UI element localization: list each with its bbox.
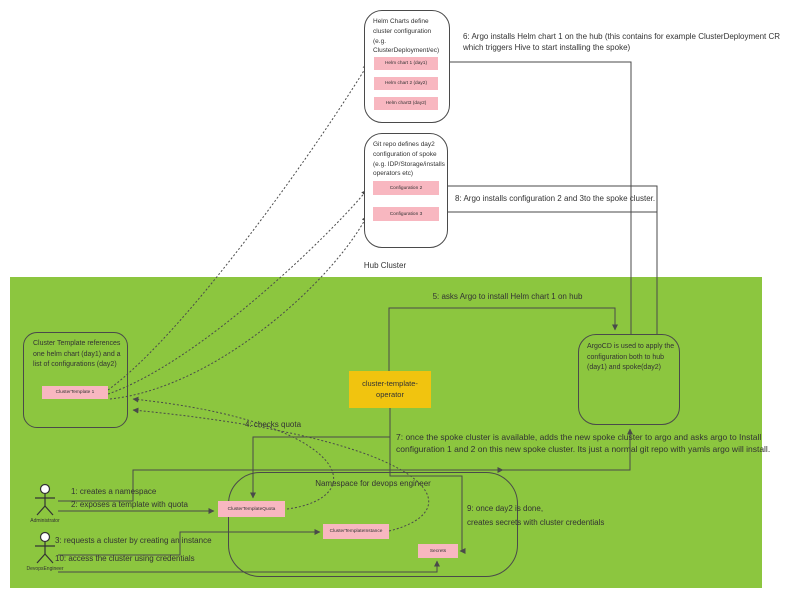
cluster-template-box-text: Cluster Template references one helm cha… (33, 340, 121, 368)
step-6-annotation: 6: Argo installs Helm chart 1 on the hub… (463, 32, 781, 53)
git-repo-box-text: Git repo defines day2 configuration of s… (373, 141, 445, 178)
step-2-annotation: 2: exposes a template with quota (71, 500, 188, 509)
step-1-annotation: 1: creates a namespace (71, 487, 157, 496)
node-helm-chart-2: Helm chart 2 (day2) (374, 77, 438, 90)
hub-cluster-label: Hub Cluster (363, 261, 407, 270)
node-helm-chart-3: Helm chart3 (day2) (374, 97, 438, 110)
node-configuration-2: Configuration 2 (373, 181, 439, 195)
helm-charts-box-text: Helm Charts define cluster configuration… (373, 18, 440, 55)
cluster-template-box: Cluster Template references one helm cha… (23, 332, 128, 428)
step-9-annotation-line2: creates secrets with cluster credentials (467, 518, 605, 527)
node-helm-chart-1: Helm chart 1 (day1) (374, 57, 438, 70)
argocd-box-text: ArgoCD is used to apply the configuratio… (587, 343, 675, 371)
step-7-annotation: 7: once the spoke cluster is available, … (396, 432, 771, 455)
devops-engineer-actor-label: DevopsEngineer (26, 566, 64, 572)
step-9-annotation-line1: 9: once day2 is done, (467, 504, 544, 513)
git-repo-box: Git repo defines day2 configuration of s… (364, 133, 448, 248)
node-cluster-template-quota: ClusterTemplateQuota (218, 501, 285, 517)
administrator-actor-label: Administrator (30, 518, 60, 524)
node-secrets: Secrets (418, 544, 458, 558)
argocd-box: ArgoCD is used to apply the configuratio… (578, 334, 680, 425)
node-cluster-template-operator: cluster-template-operator (349, 371, 431, 408)
helm-charts-box: Helm Charts define cluster configuration… (364, 10, 450, 123)
node-configuration-3: Configuration 3 (373, 207, 439, 221)
namespace-box-label: Namespace for devops engineer (315, 479, 431, 488)
node-cluster-template-1: ClusterTemplate 1 (42, 386, 108, 399)
node-cluster-template-instance: ClusterTemplateInstance (323, 524, 389, 539)
step-4-annotation: 4: checks quota (245, 420, 302, 429)
namespace-box: Namespace for devops engineer (228, 472, 518, 577)
step-10-annotation: 10: access the cluster using credentials (55, 554, 195, 563)
step-3-annotation: 3: requests a cluster by creating an ins… (55, 536, 212, 545)
step-8-annotation: 8: Argo installs configuration 2 and 3to… (455, 194, 656, 203)
step-5-annotation: 5: asks Argo to install Helm chart 1 on … (432, 292, 583, 301)
